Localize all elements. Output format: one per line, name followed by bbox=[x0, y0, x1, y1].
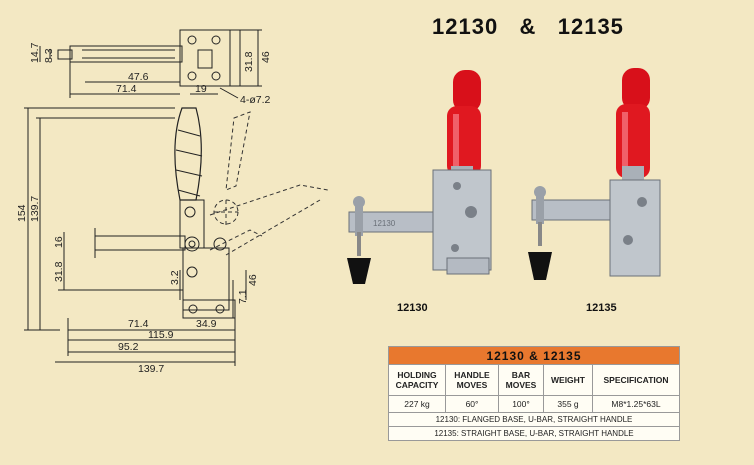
dim-47-6: 47.6 bbox=[128, 71, 149, 83]
dim-7-1: 7.1 bbox=[237, 289, 249, 304]
dim-16: 16 bbox=[53, 236, 65, 248]
page-title: 12130 & 12135 bbox=[432, 14, 624, 39]
dim-46-side: 46 bbox=[247, 274, 259, 286]
note-12130: 12130: FLANGED BASE, U-BAR, STRAIGHT HAN… bbox=[388, 412, 680, 427]
value-handle-moves: 60° bbox=[445, 395, 499, 413]
dim-154: 154 bbox=[16, 204, 28, 222]
spec-table-header: 12130 & 12135 bbox=[388, 346, 680, 365]
dim-4-holes: 4-ø7.2 bbox=[240, 94, 271, 106]
dim-115-9: 115.9 bbox=[148, 329, 174, 341]
spec-note-row: 12130: FLANGED BASE, U-BAR, STRAIGHT HAN… bbox=[388, 412, 680, 427]
dim-95-2: 95.2 bbox=[118, 341, 139, 353]
clamp-photo-12130: 12130 bbox=[347, 70, 492, 284]
note-12135: 12135: STRAIGHT BASE, U-BAR, STRAIGHT HA… bbox=[388, 426, 680, 441]
spec-values-row: 227 kg 60° 100° 355 g M8*1.25*63L bbox=[388, 395, 680, 413]
technical-drawing: 14.7 8.3 47.6 71.4 19 4-ø7.2 31.8 46 154… bbox=[16, 29, 329, 375]
spec-table-title: 12130 & 12135 bbox=[388, 346, 680, 365]
value-bar-moves: 100° bbox=[498, 395, 544, 413]
dim-71-4-bot: 71.4 bbox=[128, 318, 149, 330]
dim-3-2: 3.2 bbox=[169, 270, 181, 285]
dim-31-8-side: 31.8 bbox=[53, 261, 65, 282]
dim-31-8-top: 31.8 bbox=[243, 51, 255, 72]
col-weight: WEIGHT bbox=[543, 364, 593, 396]
dim-139-7-h: 139.7 bbox=[138, 363, 164, 375]
bar-print: 12130 bbox=[373, 219, 396, 228]
dim-8-3: 8.3 bbox=[43, 48, 55, 63]
dim-34-9: 34.9 bbox=[196, 318, 217, 330]
spec-note-row: 12135: STRAIGHT BASE, U-BAR, STRAIGHT HA… bbox=[388, 426, 680, 441]
caption-12130: 12130 bbox=[397, 302, 428, 314]
dim-14-7: 14.7 bbox=[29, 42, 41, 63]
dim-71-4-top: 71.4 bbox=[116, 83, 137, 95]
clamp-photo-12135 bbox=[528, 68, 661, 280]
value-weight: 355 g bbox=[543, 395, 593, 413]
dim-19: 19 bbox=[195, 83, 207, 95]
dim-139-7-v: 139.7 bbox=[29, 196, 41, 222]
col-specification: SPECIFICATION bbox=[592, 364, 680, 396]
dim-46-top: 46 bbox=[260, 51, 272, 63]
value-holding-capacity: 227 kg bbox=[388, 395, 446, 413]
caption-12135: 12135 bbox=[586, 302, 617, 314]
value-specification: M8*1.25*63L bbox=[592, 395, 680, 413]
